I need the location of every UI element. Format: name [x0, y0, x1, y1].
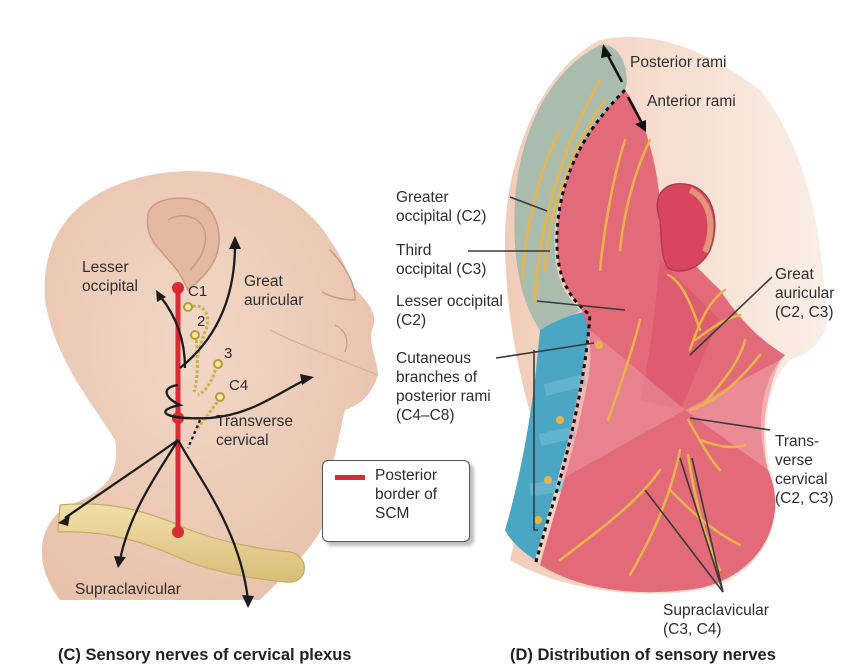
legend-text: Posterior border of SCM: [375, 467, 438, 522]
legend-box: Posterior border of SCM: [322, 460, 470, 542]
label-great-auricular: Great auricular: [244, 273, 304, 309]
label-c3: 3: [224, 345, 233, 362]
legend-swatch-scm: [335, 475, 365, 480]
ear: [146, 197, 220, 292]
label-supraclavicular-d: Supraclavicular (C3, C4): [663, 602, 769, 638]
label-lesser-occipital-d: Lesser occipital (C2): [396, 293, 503, 329]
ear-d: [656, 183, 716, 272]
caption-panel-c: (C) Sensory nerves of cervical plexus: [58, 646, 352, 664]
label-transverse-cervical: Transverse cervical: [216, 413, 293, 449]
label-third-occipital: Third occipital (C3): [396, 242, 487, 278]
posterior-rami-head-region: [514, 44, 627, 331]
label-transverse-cervical-d: Trans- verse cervical (C2, C3): [775, 433, 834, 507]
panel-d-figure: [468, 37, 827, 594]
label-c2: 2: [197, 313, 206, 330]
label-anterior-rami: Anterior rami: [647, 93, 736, 110]
label-greater-occipital: Greater occipital (C2): [396, 189, 487, 225]
label-posterior-rami: Posterior rami: [630, 54, 727, 71]
panel-c-figure: [41, 171, 379, 608]
label-c1: C1: [188, 283, 208, 300]
label-cutaneous-posterior-rami: Cutaneous branches of posterior rami (C4…: [396, 350, 491, 424]
label-supraclavicular: Supraclavicular: [75, 581, 181, 598]
clavicle: [57, 503, 305, 583]
label-lesser-occipital: Lesser occipital: [82, 259, 138, 295]
caption-panel-d: (D) Distribution of sensory nerves: [510, 646, 776, 664]
label-c4: C4: [229, 377, 249, 394]
label-great-auricular-d: Great auricular (C2, C3): [775, 266, 835, 321]
